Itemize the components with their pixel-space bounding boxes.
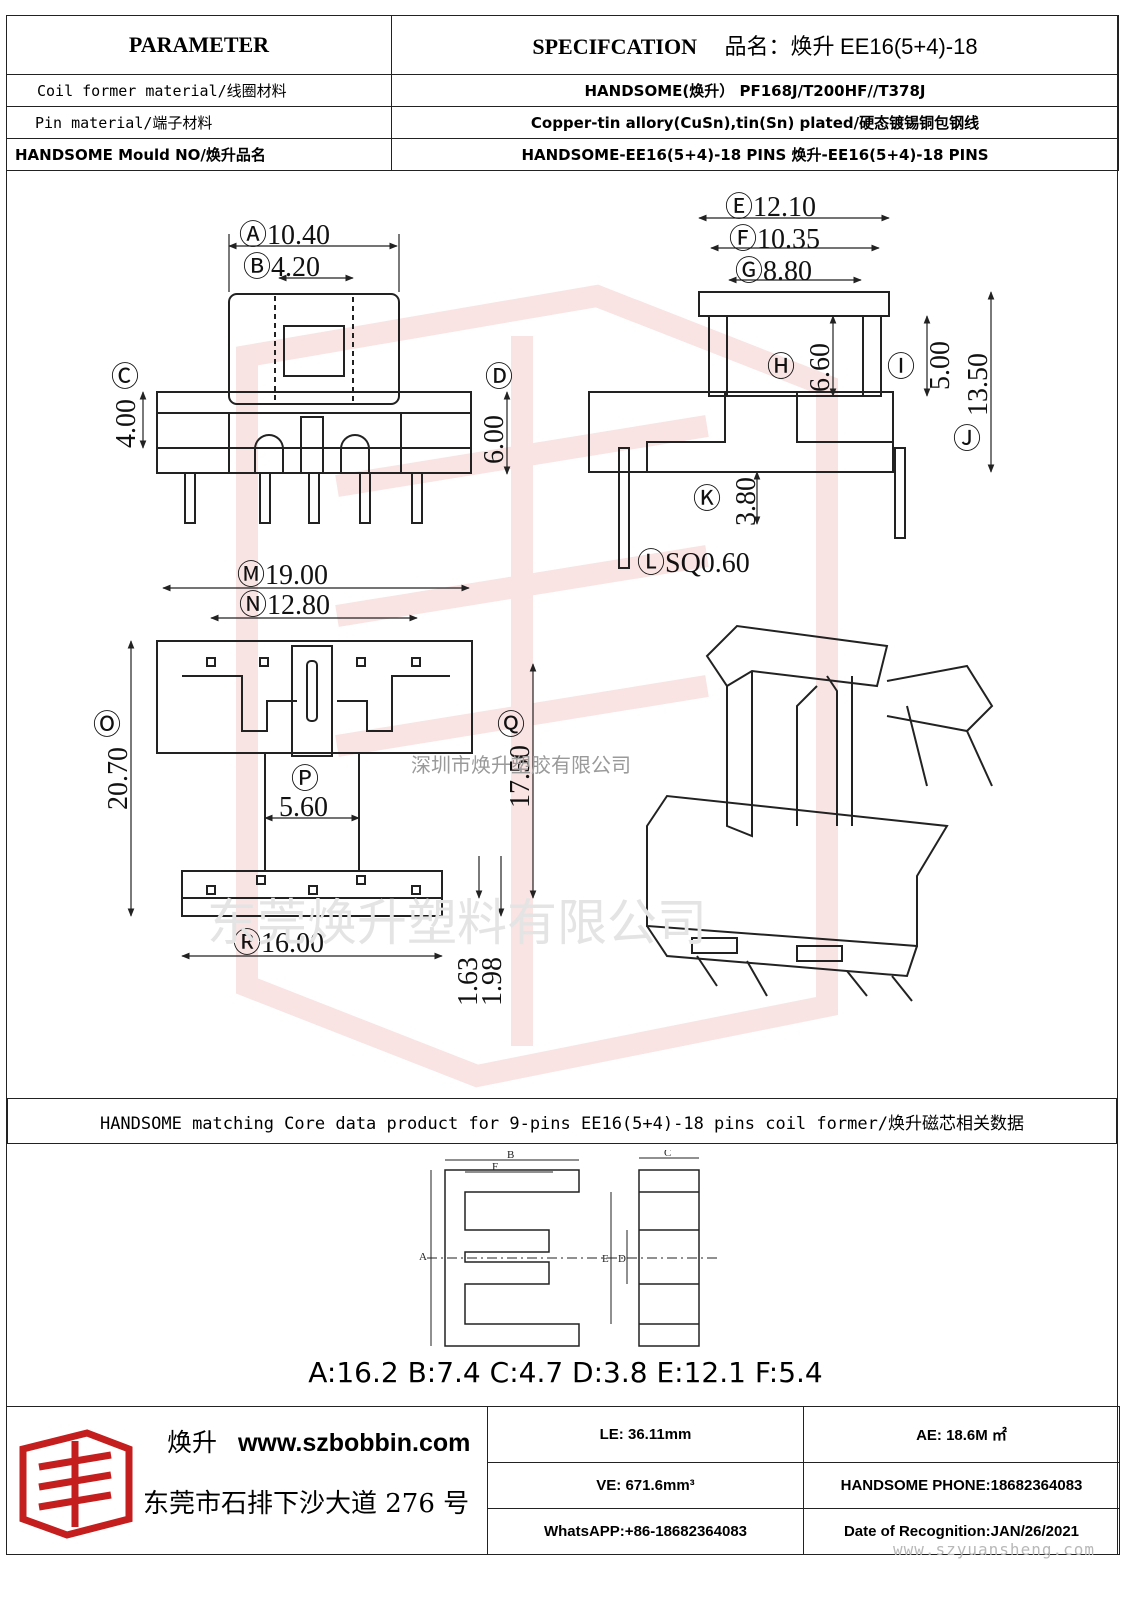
core-label-d: D (618, 1253, 626, 1265)
dim-q: Ⓠ (497, 709, 525, 741)
dim-b: Ⓑ4.20 (243, 251, 320, 283)
dim-i: Ⓘ (887, 351, 915, 383)
dim-e: Ⓔ12.10 (725, 191, 816, 223)
dim-p-value: 5.60 (279, 792, 328, 823)
row-value-mould-no: HANDSOME-EE16(5+4)-18 PINS 焕升-EE16(5+4)-… (391, 138, 1119, 171)
row-value-pin-material: Copper-tin allory(CuSn),tin(Sn) plated/硬… (391, 106, 1119, 139)
row-label-coil-material: Coil former material/线圈材料 (6, 74, 392, 107)
recognition-date: Date of Recognition:JAN/26/2021 (803, 1507, 1120, 1556)
dim-g: Ⓖ8.80 (735, 255, 812, 287)
row-label-pin-material: Pin material/端子材料 (6, 106, 392, 139)
ae-value: AE: 18.6M ㎡ (803, 1406, 1120, 1463)
dim-f: Ⓕ10.35 (729, 223, 820, 255)
dim-j-value: 13.50 (963, 353, 994, 416)
dim-l: ⓁSQ0.60 (637, 547, 750, 579)
le-value: LE: 36.11mm (487, 1406, 804, 1463)
dim-i-value: 5.00 (925, 341, 956, 390)
dim-k: Ⓚ (693, 483, 721, 515)
row-label-mould-no: HANDSOME Mould NO/焕升品名 (6, 138, 392, 171)
core-label-e: E (602, 1253, 609, 1265)
dim-o: Ⓞ (93, 709, 121, 741)
dim-p: Ⓟ (291, 763, 319, 795)
bobbin-technical-drawing: Ⓐ10.40 Ⓑ4.20 Ⓒ 4.00 Ⓓ 6.00 Ⓔ12.10 Ⓕ10.35… (93, 191, 995, 1088)
brand-line: 焕升 www.szbobbin.com (167, 1423, 470, 1459)
watermark-large-text: 东莞焕升塑料有限公司 (207, 894, 707, 952)
dim-h: Ⓗ (767, 351, 795, 383)
brand-name: 焕升 (167, 1428, 218, 1457)
core-label-a: A (419, 1251, 427, 1263)
bottom-view (156, 640, 473, 917)
core-label-f: F (492, 1161, 498, 1173)
logo-watermark (236, 284, 838, 1088)
front-view (156, 293, 472, 524)
core-dimension-lines (427, 1157, 717, 1346)
company-logo (19, 1429, 133, 1539)
dim-k-value: 3.80 (731, 477, 762, 526)
dim-a: Ⓐ10.40 (239, 219, 330, 251)
core-data-note: HANDSOME matching Core data product for … (7, 1098, 1117, 1144)
core-info-table: LE: 36.11mm AE: 18.6M ㎡ VE: 671.6mm³ HAN… (487, 1406, 1120, 1556)
watermark-small-text: 深圳市焕升塑胶有限公司 (411, 753, 631, 777)
dim-r: Ⓡ16.00 (233, 927, 324, 959)
core-label-c: C (664, 1150, 671, 1159)
product-name: EE16(5+4)-18 (840, 34, 978, 59)
dim-j: Ⓙ (953, 423, 981, 455)
core-drawing: A B C D E F (419, 1150, 717, 1347)
dimension-lines (127, 214, 995, 960)
core-dimensions: A:16.2 B:7.4 C:4.7 D:3.8 E:12.1 F:5.4 (308, 1356, 823, 1389)
spec-table: PARAMETER SPECIFCATION 品名：焕升 EE16(5+4)-1… (6, 15, 1119, 171)
product-name-label: 品名：焕升 (724, 34, 835, 59)
dim-o-value: 20.70 (103, 747, 134, 810)
company-address: 东莞市石排下沙大道 276 号 (143, 1489, 470, 1519)
ve-value: VE: 671.6mm³ (487, 1461, 804, 1509)
dim-h2: 1.98 (477, 957, 508, 1006)
dim-c-value: 4.00 (111, 399, 142, 448)
side-view (588, 291, 906, 569)
dim-n: Ⓝ12.80 (239, 589, 330, 621)
phone-value: HANDSOME PHONE:18682364083 (803, 1461, 1120, 1509)
dim-h-value: 6.60 (805, 343, 836, 392)
dim-m: Ⓜ19.00 (237, 559, 328, 591)
core-side-outline (638, 1169, 700, 1347)
dim-c: Ⓒ (111, 361, 139, 393)
dim-h1: 1.63 (453, 957, 484, 1006)
isometric-view (646, 624, 994, 1002)
site-watermark: www.szyuansheng.com (892, 1540, 1095, 1559)
core-label-b: B (507, 1150, 514, 1161)
dim-d-value: 6.00 (479, 415, 510, 464)
dim-q-value: 17.50 (505, 745, 536, 808)
footer: 焕升 www.szbobbin.com 东莞市石排下沙大道 276 号 LE: … (6, 1406, 1120, 1556)
parameter-heading: PARAMETER (6, 15, 392, 75)
row-value-coil-material: HANDSOME(焕升） PF168J/T200HF//T378J (391, 74, 1119, 107)
website-link[interactable]: www.szbobbin.com (237, 1429, 471, 1457)
e-core-outline (444, 1169, 580, 1347)
whatsapp-value: WhatsAPP:+86-18682364083 (487, 1507, 804, 1556)
dim-d: Ⓓ (485, 361, 513, 393)
specification-heading: SPECIFCATION 品名：焕升 EE16(5+4)-18 (391, 15, 1119, 75)
specification-label: SPECIFCATION (532, 34, 697, 59)
